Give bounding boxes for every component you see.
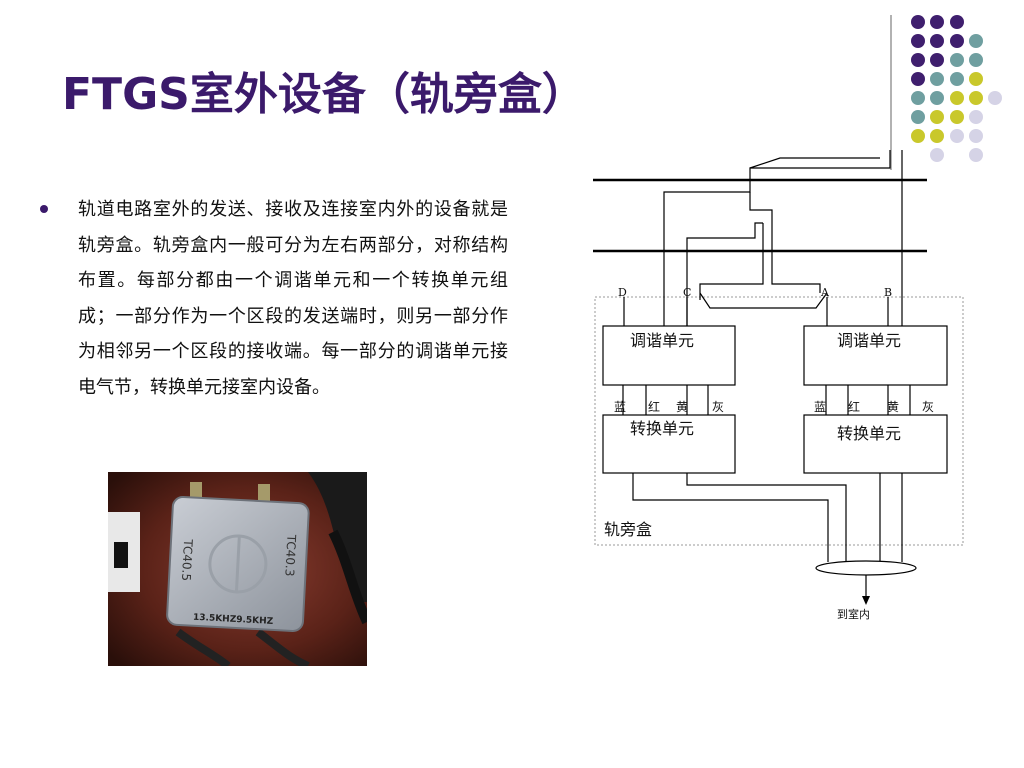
decorative-dot xyxy=(950,53,964,67)
terminal-label-c: C xyxy=(683,286,691,299)
down-arrow-icon xyxy=(862,596,870,605)
tuning-unit-right-label: 调谐单元 xyxy=(837,331,901,350)
decorative-dot xyxy=(950,129,964,143)
wire-label-gray-left: 灰 xyxy=(712,400,724,414)
wire-label-yellow-right: 黄 xyxy=(887,400,899,414)
wire-label-gray-right: 灰 xyxy=(922,400,934,414)
decorative-dot xyxy=(969,72,983,86)
decorative-dot xyxy=(930,72,944,86)
decorative-dot xyxy=(950,34,964,48)
wiring xyxy=(622,150,911,562)
decorative-dot xyxy=(911,15,925,29)
photo-freq-label: 13.5KHZ9.5KHZ xyxy=(193,613,274,627)
bullet-dot xyxy=(40,205,48,213)
trackside-box-photo: TC40.5 TC40.3 13.5KHZ9.5KHZ xyxy=(108,472,367,666)
decorative-dot xyxy=(911,34,925,48)
wire-label-red-left: 红 xyxy=(648,399,660,414)
wire-label-yellow-left: 黄 xyxy=(676,400,688,414)
tuning-unit-left-label: 调谐单元 xyxy=(630,331,694,350)
decorative-dot xyxy=(911,91,925,105)
terminal-label-d: D xyxy=(618,286,627,299)
decorative-dot xyxy=(950,110,964,124)
decorative-dot xyxy=(911,72,925,86)
decorative-dot xyxy=(950,91,964,105)
photo-label-right: TC40.3 xyxy=(282,533,298,576)
conversion-unit-right xyxy=(803,414,948,474)
decorative-dot xyxy=(969,34,983,48)
decorative-dot xyxy=(911,53,925,67)
box-boundary xyxy=(594,296,964,546)
terminal-label-a: A xyxy=(820,286,830,299)
terminal-label-b: B xyxy=(884,286,892,299)
box-label: 轨旁盒 xyxy=(604,520,652,539)
decorative-dot xyxy=(969,148,983,162)
decorative-dot xyxy=(911,129,925,143)
decorative-dot xyxy=(950,15,964,29)
decorative-dot xyxy=(930,110,944,124)
decorative-dot xyxy=(911,110,925,124)
photo-label-left: TC40.5 xyxy=(179,538,195,581)
tuning-unit-right xyxy=(803,325,948,386)
dot-layer xyxy=(911,15,1002,162)
to-indoor-label: 到室内 xyxy=(837,607,870,621)
decorative-dot xyxy=(930,34,944,48)
wire-label-blue-left: 蓝 xyxy=(614,400,626,414)
conversion-unit-right-label: 转换单元 xyxy=(837,424,901,443)
wire-label-blue-right: 蓝 xyxy=(814,400,826,414)
decorative-dot xyxy=(930,15,944,29)
slide-title: FTGS室外设备（轨旁盒） xyxy=(62,69,586,120)
decorative-dot xyxy=(969,91,983,105)
decorative-dot xyxy=(930,91,944,105)
decorative-dot xyxy=(969,110,983,124)
decorative-dot xyxy=(930,129,944,143)
tuning-unit-left xyxy=(602,325,736,386)
conversion-unit-left xyxy=(602,414,736,474)
decorative-dot xyxy=(988,91,1002,105)
decorative-dot xyxy=(969,53,983,67)
decorative-dot xyxy=(930,53,944,67)
trackside-box-diagram: 调谐单元 调谐单元 转换单元 转换单元 D C A B 蓝 红 黄 灰 蓝 红 … xyxy=(593,150,964,621)
conversion-unit-left-label: 转换单元 xyxy=(630,419,694,438)
body-paragraph: 轨道电路室外的发送、接收及连接室内外的设备就是轨旁盒。轨旁盒内一般可分为左右两部… xyxy=(78,199,508,398)
cable-bundle xyxy=(815,560,917,576)
wire-label-red-right: 红 xyxy=(848,399,860,414)
decorative-dot xyxy=(950,72,964,86)
decorative-dot xyxy=(969,129,983,143)
